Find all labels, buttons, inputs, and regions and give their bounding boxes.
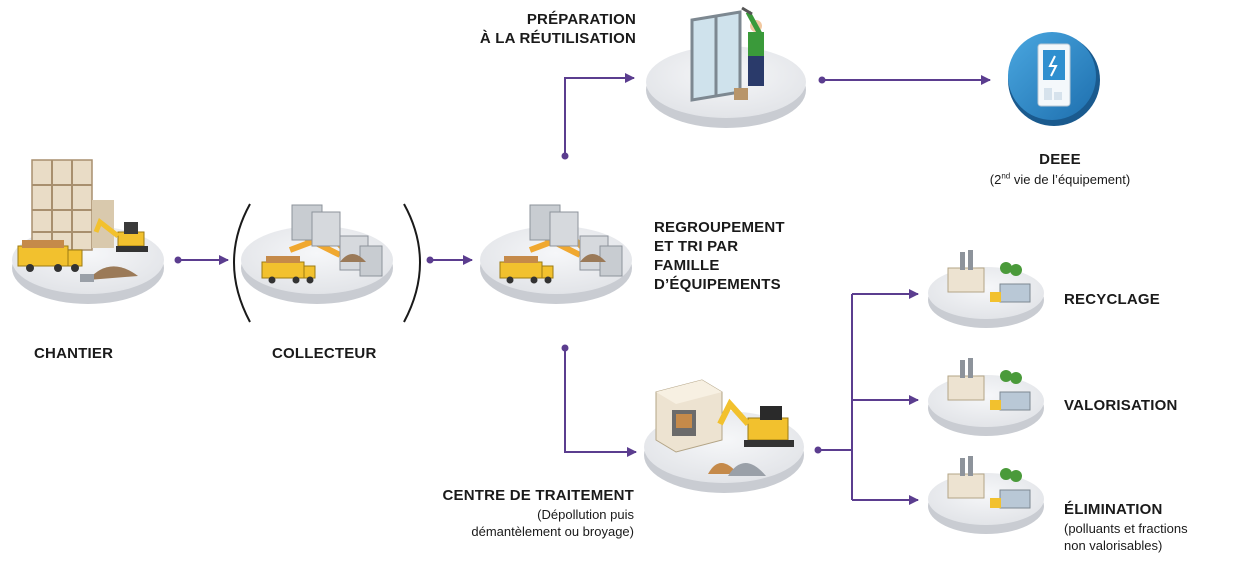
factory-recyclage-illustration — [928, 250, 1044, 328]
label-preparation: PRÉPARATION À LA RÉUTILISATION — [479, 11, 636, 47]
label-valorisation: VALORISATION — [1064, 397, 1178, 414]
rubble-pile-icon — [88, 266, 138, 280]
container-wall-icon — [291, 204, 383, 277]
left-bracket — [233, 203, 251, 323]
box-icon — [734, 88, 748, 100]
excavator-icon — [717, 398, 794, 447]
right-bracket — [403, 203, 421, 323]
label-regroupement: REGROUPEMENT ET TRI PAR FAMILLE D’ÉQUIPE… — [654, 219, 785, 293]
label-deee-sub: (2nd vie de l’équipement) — [989, 171, 1131, 187]
preparation-illustration — [646, 6, 806, 128]
factory-icon — [947, 358, 1022, 401]
label-centre-sub: (Dépollution puis démantèlement ou broya… — [471, 507, 634, 539]
arrow-start-dots — [174, 76, 826, 454]
container-wall-icon — [529, 204, 623, 277]
arrow-to-preparation — [564, 73, 635, 156]
scrap-pile-icon — [708, 463, 766, 476]
window-frame-icon — [690, 10, 742, 102]
label-centre: CENTRE DE TRAITEMENT — [442, 487, 634, 504]
regroupement-illustration — [480, 204, 632, 304]
label-collecteur: COLLECTEUR — [272, 345, 377, 362]
collecteur-illustration — [241, 204, 393, 304]
deee-badge — [1008, 32, 1100, 126]
worker-icon — [741, 6, 764, 86]
delivery-truck-icon — [990, 489, 1031, 509]
flow-arrows — [178, 73, 991, 505]
label-elimination-sub: (polluants et fractions non valorisables… — [1064, 521, 1188, 553]
centre-traitement-illustration — [644, 379, 804, 493]
electrical-cabinet-icon — [1037, 43, 1071, 107]
treatment-building-icon — [655, 379, 723, 453]
factory-icon — [947, 250, 1022, 293]
chantier-illustration — [12, 159, 164, 304]
dump-truck-icon — [499, 256, 554, 284]
label-recyclage: RECYCLAGE — [1064, 291, 1160, 308]
label-deee: DEEE — [1039, 151, 1081, 168]
delivery-truck-icon — [990, 283, 1031, 303]
building-scaffold-icon — [31, 159, 114, 251]
dump-truck-icon — [261, 256, 316, 284]
label-chantier: CHANTIER — [34, 345, 114, 362]
arrow-to-centre — [564, 348, 637, 457]
dump-truck-icon — [17, 240, 83, 272]
label-elimination: ÉLIMINATION — [1064, 501, 1163, 518]
delivery-truck-icon — [990, 391, 1031, 411]
factory-elimination-illustration — [928, 456, 1044, 534]
factory-icon — [947, 456, 1022, 499]
excavator-icon — [93, 217, 148, 252]
factory-valorisation-illustration — [928, 358, 1044, 436]
